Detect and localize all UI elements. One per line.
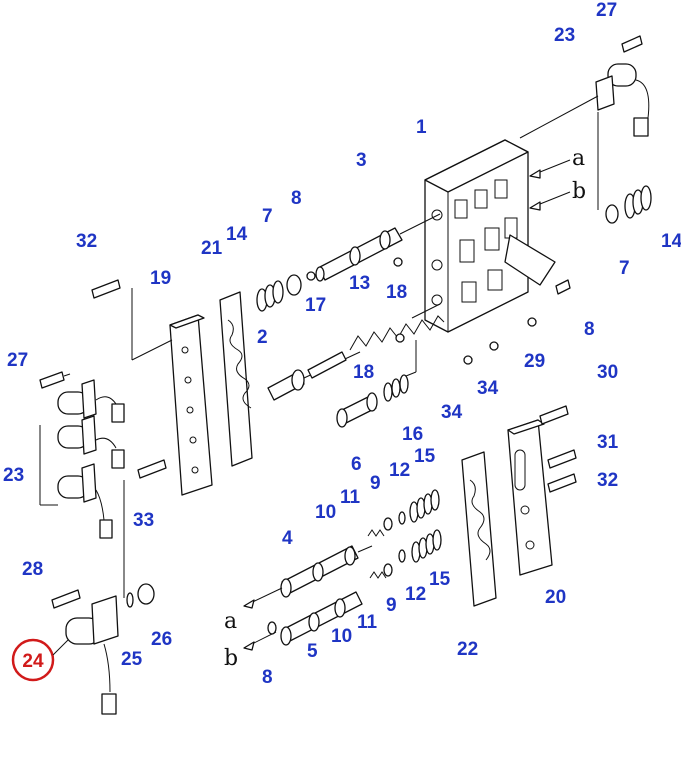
callout-10-lower: 10	[331, 626, 352, 647]
callout-27-left: 27	[7, 350, 28, 371]
spring-part-11-upper	[367, 529, 385, 537]
plate-part-19	[169, 314, 213, 496]
callout-19: 19	[150, 268, 171, 289]
oring-part-25	[126, 592, 134, 608]
solenoid-part-23-left	[39, 379, 125, 539]
spring-part-14-right	[597, 112, 652, 224]
valve-body-part-1	[424, 139, 556, 333]
callout-18-lower: 18	[353, 362, 374, 383]
flow-label-a-bottom: a	[224, 609, 237, 634]
bolt-part-33	[137, 459, 167, 479]
callout-25: 25	[121, 649, 143, 670]
spring-part-16	[383, 340, 417, 402]
callout-21: 21	[201, 238, 223, 259]
callout-26: 26	[151, 629, 172, 650]
callout-32-left: 32	[76, 231, 97, 252]
bolt-part-32-left	[91, 279, 173, 361]
callout-8-right: 8	[584, 319, 595, 340]
bolt-part-31	[547, 449, 577, 469]
callout-16: 16	[402, 424, 423, 445]
callout-30: 30	[597, 362, 618, 383]
callout-22: 22	[457, 639, 478, 660]
callout-15-upper: 15	[414, 446, 436, 467]
callout-12-lower: 12	[405, 584, 426, 605]
solenoid-part-23-right	[519, 63, 650, 139]
callout-12-upper: 12	[389, 460, 410, 481]
callout-11-lower: 11	[357, 612, 378, 633]
callout-33: 33	[133, 510, 154, 531]
callout-9-upper: 9	[370, 473, 381, 494]
callout-6: 6	[351, 454, 362, 475]
spring-part-15-upper	[409, 489, 440, 523]
bolt-part-27-left	[39, 371, 71, 389]
callout-23-left: 23	[3, 465, 24, 486]
flow-label-a-top: a	[572, 146, 585, 171]
callout-11-upper: 11	[340, 487, 361, 508]
gasket-part-21	[219, 291, 253, 467]
callout-23-right: 23	[554, 25, 575, 46]
bolt-part-27-right	[621, 35, 643, 53]
ring-part-12-lower	[398, 549, 406, 563]
seal-part-26	[137, 583, 155, 605]
callout-32-right: 32	[597, 470, 618, 491]
ring-part-9-upper	[383, 517, 393, 531]
callout-17: 17	[305, 295, 326, 316]
cover-part-20	[507, 419, 553, 576]
spool-part-3	[315, 213, 441, 282]
bolt-part-32-right	[547, 473, 577, 493]
spring-part-14-left	[256, 271, 316, 312]
callout-8-bottom: 8	[262, 667, 273, 688]
callout-7-right: 7	[619, 258, 630, 279]
callout-3: 3	[356, 150, 367, 171]
gasket-part-22	[461, 451, 497, 607]
solenoid-part-24	[65, 480, 125, 715]
callout-8-top: 8	[291, 188, 302, 209]
spool-part-6	[336, 392, 378, 428]
callout-14-right: 14	[661, 231, 681, 252]
spring-part-15-lower	[411, 529, 442, 563]
callout-5: 5	[307, 641, 318, 662]
callout-31: 31	[597, 432, 619, 453]
spring-part-11-lower	[369, 571, 387, 579]
flow-label-b-bottom: b	[224, 646, 238, 671]
callout-28: 28	[22, 559, 43, 580]
callout-1: 1	[416, 117, 427, 138]
flow-label-b-top: b	[572, 179, 586, 204]
callout-9-lower: 9	[386, 595, 397, 616]
callout-10-upper: 10	[315, 502, 336, 523]
plug-part-8-lower	[267, 621, 277, 635]
callout-15-lower: 15	[429, 569, 451, 590]
spool-part-4	[243, 545, 373, 609]
callout-2: 2	[257, 327, 268, 348]
callout-4: 4	[282, 528, 293, 549]
pin-part-17	[307, 351, 347, 379]
callout-34-right: 34	[477, 378, 499, 399]
callout-20: 20	[545, 587, 566, 608]
callout-14-left: 14	[226, 224, 248, 245]
ring-part-12-upper	[398, 511, 406, 525]
highlight-circle	[11, 638, 55, 682]
callout-24-highlighted: 24	[22, 651, 44, 672]
callout-27-right: 27	[596, 0, 617, 21]
spool-part-5	[243, 591, 363, 651]
callout-34-left: 34	[441, 402, 463, 423]
callout-13: 13	[349, 273, 370, 294]
bolt-part-30	[539, 405, 569, 425]
plug-part-8-right	[555, 279, 571, 295]
bolt-part-28	[51, 589, 81, 609]
callout-18-upper: 18	[386, 282, 407, 303]
callout-7-left: 7	[262, 206, 273, 227]
callout-29: 29	[524, 351, 545, 372]
fitting-parts-29-34	[393, 257, 537, 365]
ring-part-9-lower	[383, 563, 393, 577]
